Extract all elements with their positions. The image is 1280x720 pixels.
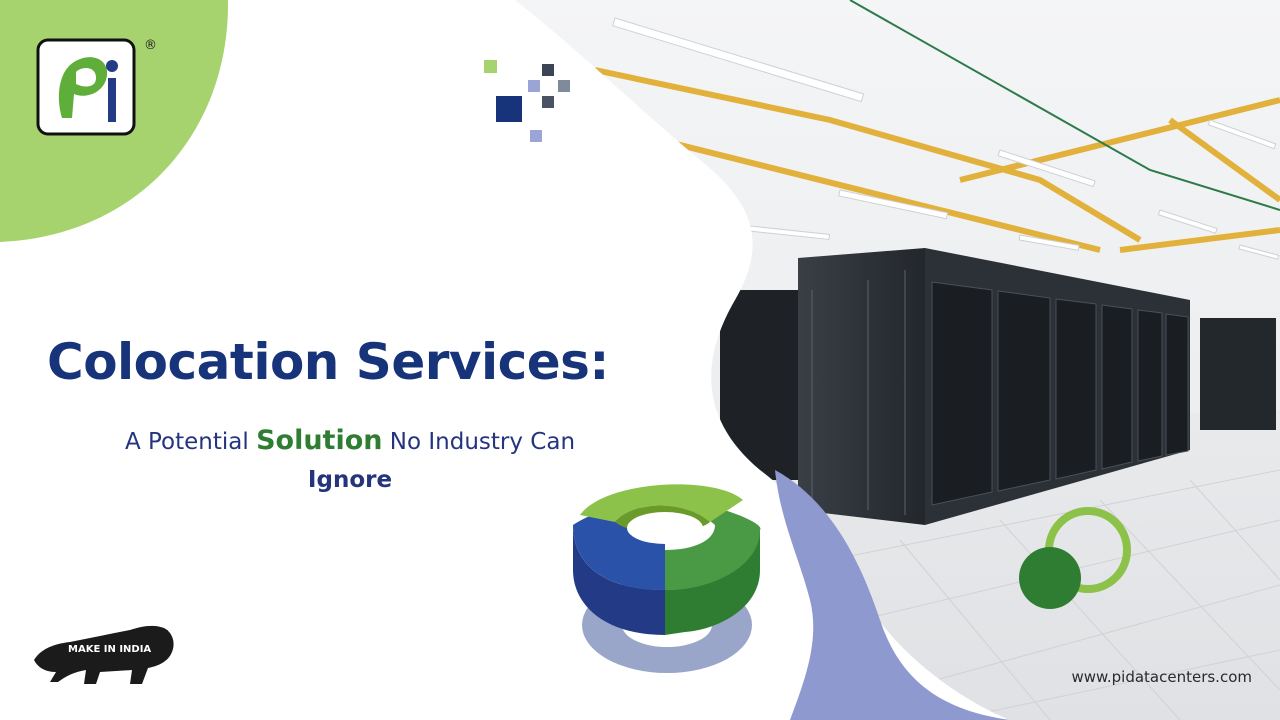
subtitle-end: Ignore bbox=[307, 467, 393, 493]
make-in-india-lion-icon: MAKE IN INDIA bbox=[34, 625, 174, 684]
pi-logo-icon[interactable] bbox=[36, 38, 136, 136]
pixel-squares-decoration bbox=[484, 60, 570, 142]
subtitle-part: A Potential bbox=[124, 429, 257, 455]
subtitle-highlight: Solution bbox=[256, 425, 383, 456]
ring-segments-graphic bbox=[573, 484, 761, 673]
website-link[interactable]: www.pidatacenters.com bbox=[1071, 668, 1252, 686]
registered-mark: ® bbox=[144, 38, 157, 53]
circle-ring-graphic bbox=[1019, 507, 1131, 609]
subtitle-part: No Industry Can bbox=[382, 429, 576, 455]
subtitle: A Potential Solution No Industry Can Ign… bbox=[60, 422, 640, 499]
make-in-india-label: MAKE IN INDIA bbox=[68, 644, 151, 655]
page-title: Colocation Services: bbox=[47, 333, 609, 391]
